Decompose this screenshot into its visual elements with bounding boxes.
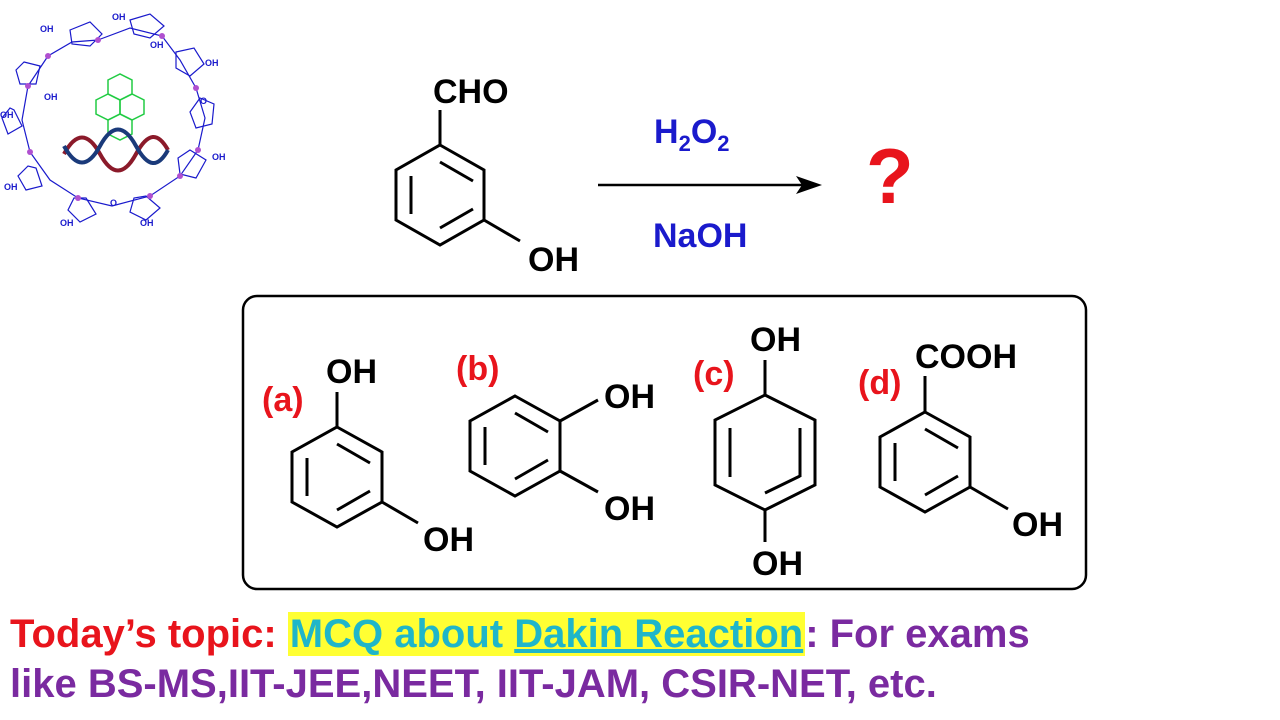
reactant-molecule — [394, 110, 521, 247]
diagram-canvas: OH OH OH OH OH OH OH OH OH OH O O — [0, 12, 1088, 591]
option-c-bottom-oh: OH — [752, 545, 803, 583]
logo-oh-label: OH — [205, 58, 219, 68]
option-a[interactable]: (a) OH OH — [262, 353, 474, 559]
caption-dakin-link[interactable]: Dakin Reaction — [514, 612, 804, 656]
logo-oh-label: OH — [4, 182, 18, 192]
option-d-label: (d) — [858, 364, 901, 402]
option-d-structure — [878, 376, 1009, 514]
logo-oh-label: OH — [212, 152, 226, 162]
logo-oh-label: OH — [140, 218, 154, 228]
option-b-upper-oh: OH — [604, 378, 655, 416]
logo-o-label: O — [200, 96, 207, 106]
reagent-naoh: NaOH — [653, 217, 747, 255]
option-a-side-oh: OH — [423, 521, 474, 559]
logo-oh-label: OH — [0, 110, 14, 120]
option-c-structure — [713, 360, 817, 542]
logo-oh-label: OH — [40, 24, 54, 34]
cyclodextrin-logo: OH OH OH OH OH OH OH OH OH OH O O — [0, 12, 226, 228]
logo-o-label: O — [110, 198, 117, 208]
logo-oh-label: OH — [150, 40, 164, 50]
reactant-cho-label: CHO — [433, 73, 509, 111]
caption-highlight: MCQ about Dakin Reaction — [287, 612, 806, 656]
product-question-mark: ? — [866, 132, 914, 220]
option-b-lower-oh: OH — [604, 490, 655, 528]
option-d-oh: OH — [1012, 506, 1063, 544]
caption-exams-text: : For exams — [805, 612, 1030, 656]
logo-oh-label: OH — [60, 218, 74, 228]
option-c-top-oh: OH — [750, 321, 801, 359]
option-d-cooh: COOH — [915, 338, 1017, 376]
option-c[interactable]: (c) OH OH — [693, 321, 817, 583]
option-a-top-oh: OH — [326, 353, 377, 391]
option-a-label: (a) — [262, 381, 304, 419]
option-c-label: (c) — [693, 355, 735, 393]
arrowhead — [796, 176, 822, 194]
option-a-structure — [290, 392, 419, 529]
reactant-oh-label: OH — [528, 241, 579, 279]
logo-oh-label: OH — [112, 12, 126, 22]
dna-helix — [62, 127, 170, 173]
option-b[interactable]: (b) OH OH — [456, 350, 655, 528]
logo-oh-label: OH — [44, 92, 58, 102]
option-b-label: (b) — [456, 350, 499, 388]
caption-mcq-text: MCQ about — [289, 612, 515, 656]
option-d[interactable]: (d) COOH OH — [858, 338, 1063, 544]
option-b-structure — [468, 394, 599, 498]
reagent-h2o2: H2O2 — [654, 113, 730, 156]
options-box — [241, 294, 1088, 591]
logo-ring-ring — [21, 27, 206, 207]
caption-topic-prefix: Today’s topic: — [10, 612, 288, 656]
caption-line-1: Today’s topic: MCQ about Dakin Reaction:… — [10, 612, 1030, 657]
caption-line-2: like BS-MS,IIT-JEE,NEET, IIT-JAM, CSIR-N… — [10, 662, 937, 706]
